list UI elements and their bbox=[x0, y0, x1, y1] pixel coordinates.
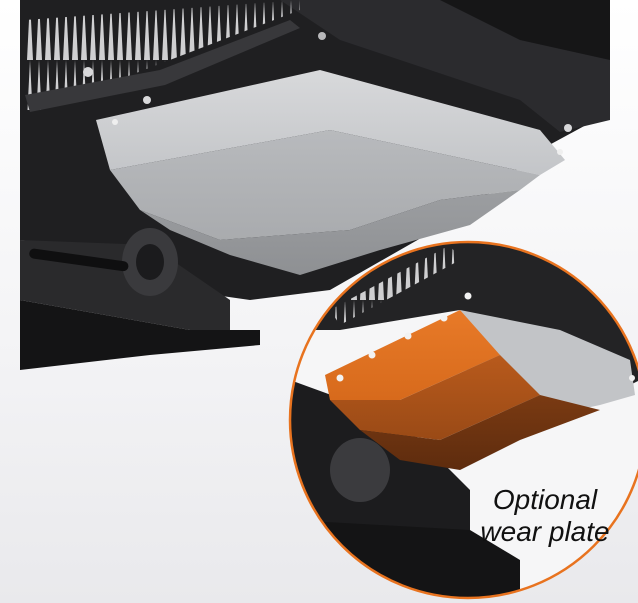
shield-bolt bbox=[112, 119, 118, 125]
bolt bbox=[143, 96, 151, 104]
plate-bolt bbox=[336, 374, 344, 382]
plate-bolt bbox=[404, 332, 412, 340]
callout-caption: Optional wear plate bbox=[470, 484, 620, 548]
main-view bbox=[20, 0, 610, 370]
callout-view bbox=[288, 240, 638, 600]
skid-shield-bottom bbox=[140, 190, 520, 275]
wear-plate-bottom bbox=[360, 395, 600, 470]
cutter-bar bbox=[25, 20, 300, 112]
caption-line-2: wear plate bbox=[480, 516, 610, 547]
zoom-hub bbox=[330, 438, 390, 502]
wear-plate-top bbox=[325, 310, 500, 400]
bolt bbox=[564, 124, 572, 132]
frame-panel-right-inner bbox=[440, 0, 610, 60]
plate-bolt bbox=[629, 375, 635, 381]
plate-bolt bbox=[440, 314, 448, 322]
plate-bolt bbox=[464, 292, 472, 300]
bolt bbox=[318, 32, 326, 40]
lower-rail bbox=[20, 300, 260, 370]
wear-plate-middle bbox=[330, 355, 540, 440]
zoom-cutter-teeth bbox=[330, 245, 460, 325]
caption-line-1: Optional bbox=[492, 484, 598, 515]
pivot-hub-inner bbox=[136, 244, 164, 280]
bolt bbox=[83, 67, 93, 77]
hydraulic-rod bbox=[29, 248, 129, 272]
shield-bolt bbox=[557, 149, 563, 155]
skid-shield-middle bbox=[110, 130, 540, 240]
skid-shield-top bbox=[96, 70, 565, 175]
callout-ring bbox=[288, 240, 638, 600]
plate-bolt bbox=[368, 351, 376, 359]
